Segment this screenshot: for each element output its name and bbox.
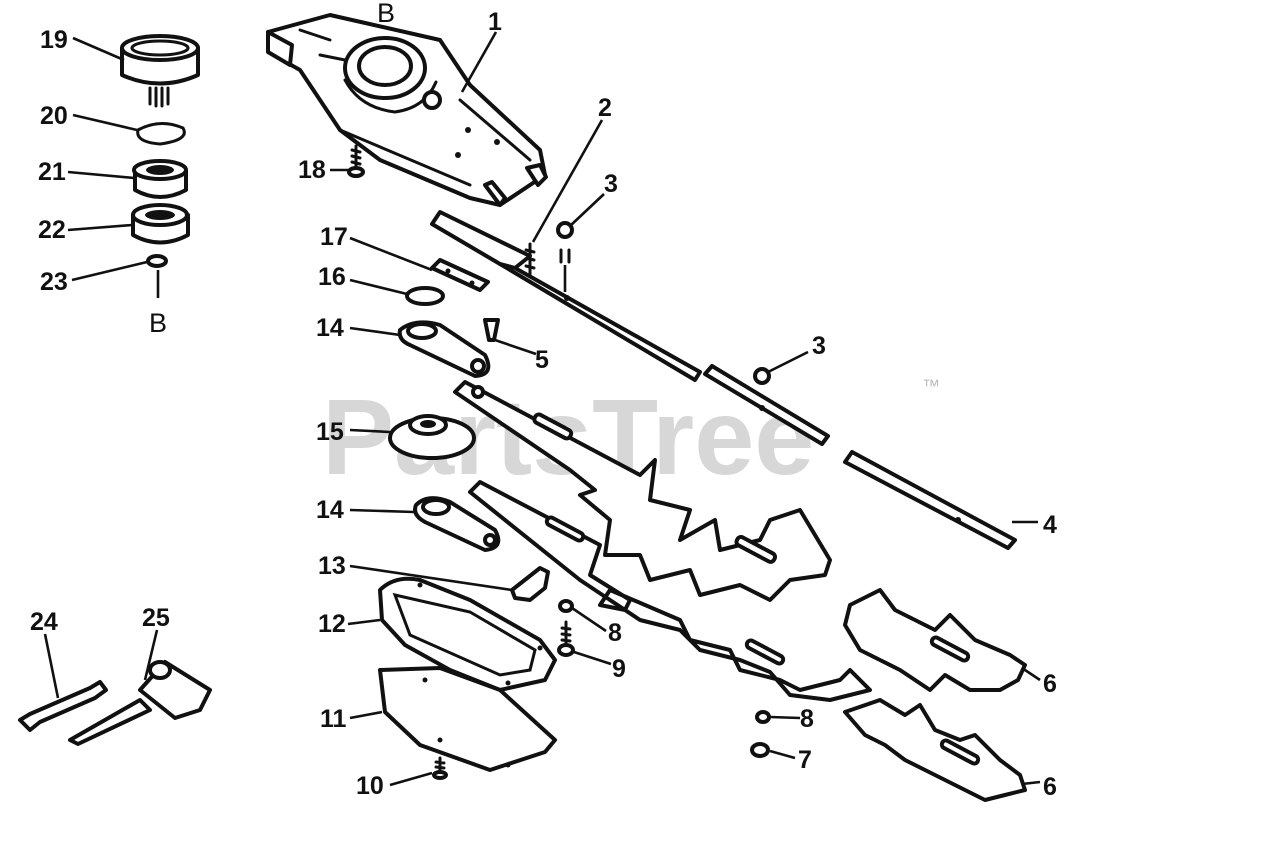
callout-6-lower[interactable]: 6 <box>1043 773 1057 801</box>
callout-5[interactable]: 5 <box>535 346 549 374</box>
callout-10[interactable]: 10 <box>356 772 384 800</box>
part-14-upper-arm[interactable] <box>397 320 491 378</box>
part-9-screw[interactable] <box>557 620 575 657</box>
callout-15[interactable]: 15 <box>316 418 344 446</box>
part-6-blade-right-upper[interactable] <box>843 588 1027 692</box>
part-17-plate[interactable] <box>430 258 490 292</box>
part-6-blade-upper[interactable] <box>453 380 832 602</box>
callout-11[interactable]: 11 <box>320 705 347 733</box>
part-8-washer-upper[interactable] <box>558 599 574 613</box>
watermark-trademark: ™ <box>922 376 940 396</box>
callout-16[interactable]: 16 <box>318 263 346 291</box>
part-23-washer[interactable] <box>146 254 168 298</box>
callout-labels: 1 2 3 3 4 5 6 6 7 8 8 9 10 11 12 13 14 1… <box>30 8 1057 801</box>
callout-9[interactable]: 9 <box>612 655 626 683</box>
callout-13[interactable]: 13 <box>318 552 346 580</box>
part-3-nut-lower[interactable] <box>753 367 771 385</box>
part-8-washer-lower[interactable] <box>755 710 771 724</box>
part-1-gear-housing[interactable] <box>266 13 548 207</box>
callout-12[interactable]: 12 <box>318 610 346 638</box>
part-20-snap-ring[interactable] <box>136 122 186 146</box>
part-6-blade-middle[interactable] <box>468 480 872 702</box>
callout-8-upper[interactable]: 8 <box>608 619 622 647</box>
callout-20[interactable]: 20 <box>40 102 68 130</box>
callout-22[interactable]: 22 <box>38 216 66 244</box>
callout-14-lower[interactable]: 14 <box>316 496 344 524</box>
callout-3-lower[interactable]: 3 <box>812 332 826 360</box>
part-21-bearing[interactable] <box>132 159 188 199</box>
assembly-ref-b-top: B <box>377 0 395 28</box>
part-13-clip[interactable] <box>510 566 550 602</box>
part-15-gear[interactable] <box>388 414 476 460</box>
callout-1[interactable]: 1 <box>488 8 502 36</box>
callout-25[interactable]: 25 <box>142 604 170 632</box>
callout-21[interactable]: 21 <box>38 158 66 186</box>
part-6-blade-right-lower[interactable] <box>843 698 1027 802</box>
callout-6-upper[interactable]: 6 <box>1043 670 1057 698</box>
part-18-screw[interactable] <box>347 144 365 178</box>
part-5-screw[interactable] <box>483 318 500 342</box>
part-14-lower-arm[interactable] <box>413 496 501 552</box>
callout-18[interactable]: 18 <box>298 156 326 184</box>
part-4-connecting-bar[interactable] <box>430 210 1017 550</box>
callout-3-upper[interactable]: 3 <box>604 170 618 198</box>
part-16-washer[interactable] <box>405 286 445 306</box>
callout-14-upper[interactable]: 14 <box>316 314 344 342</box>
part-25-socket-wrench[interactable] <box>68 660 212 746</box>
part-24-wrench[interactable] <box>18 680 108 732</box>
assembly-ref-b-left: B <box>149 308 167 338</box>
part-11-cover[interactable] <box>378 666 557 772</box>
leader-lines <box>43 31 1041 787</box>
callout-24[interactable]: 24 <box>30 608 58 636</box>
part-7-nut[interactable] <box>750 742 770 758</box>
callout-23[interactable]: 23 <box>40 268 68 296</box>
part-3-nut-upper[interactable] <box>556 221 574 292</box>
part-10-screw[interactable] <box>432 756 448 780</box>
part-22-bearing[interactable] <box>131 203 190 245</box>
callout-4[interactable]: 4 <box>1043 511 1057 539</box>
callout-8-lower[interactable]: 8 <box>800 705 814 733</box>
part-19-cap[interactable] <box>120 34 200 108</box>
part-2-screw[interactable] <box>524 242 536 277</box>
callout-2[interactable]: 2 <box>598 94 612 122</box>
callout-7[interactable]: 7 <box>798 746 812 774</box>
callout-19[interactable]: 19 <box>40 26 68 54</box>
callout-17[interactable]: 17 <box>320 223 348 251</box>
